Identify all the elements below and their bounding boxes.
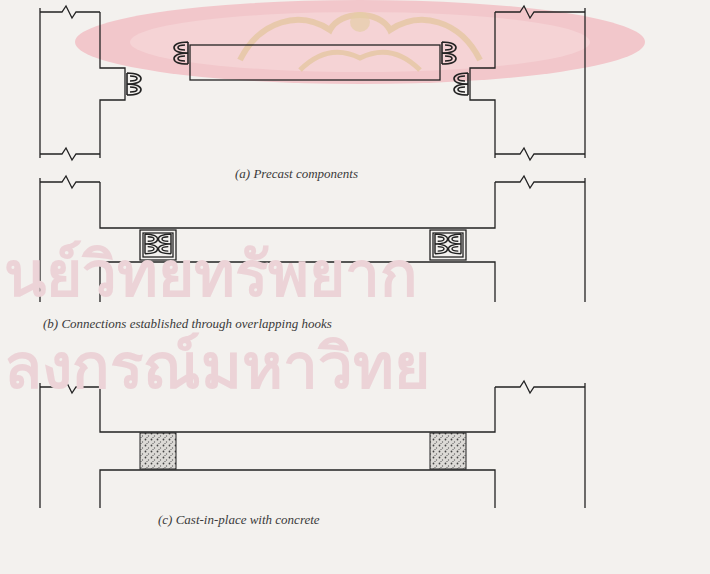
cast-concrete [140,433,176,469]
figure-caption: (c) Cast-in-place with concrete [155,512,323,528]
reinforcing-hooks [127,42,468,254]
watermark-text: นย์วิทยทรัพยาก [4,238,418,312]
figure-caption: (a) Precast components [232,166,361,182]
watermark-emblem [75,0,645,84]
watermark-text: ลงกรณ์มหาวิทย [4,330,430,404]
cast-concrete [430,433,466,469]
figure-caption: (b) Connections established through over… [40,316,335,332]
